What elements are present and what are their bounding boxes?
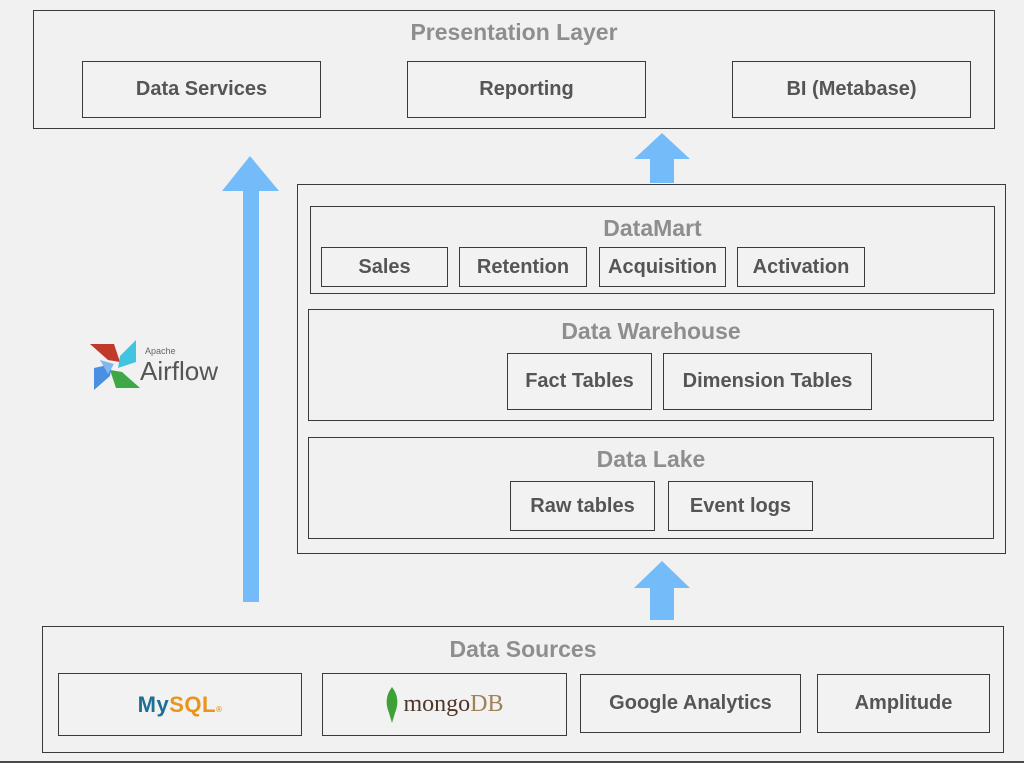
activation-box: Activation xyxy=(737,247,865,287)
data-warehouse-title: Data Warehouse xyxy=(561,318,741,344)
mysql-logo-sql: SQL xyxy=(169,691,216,717)
presentation-layer-title: Presentation Layer xyxy=(410,19,618,45)
data-lake-layer: Data Lake Raw tables Event logs xyxy=(308,437,994,539)
mysql-box: MySQL® xyxy=(58,673,302,736)
data-sources-title: Data Sources xyxy=(449,636,597,662)
data-services-box: Data Services xyxy=(82,61,321,118)
storage-container xyxy=(297,184,1006,554)
mysql-logo-reg: ® xyxy=(215,704,223,714)
event-logs-box: Event logs xyxy=(668,481,813,531)
data-lake-title: Data Lake xyxy=(596,446,706,472)
presentation-layer: Presentation Layer Data Services Reporti… xyxy=(33,10,995,129)
bi-metabase-box: BI (Metabase) xyxy=(732,61,971,118)
orchestration-arrow-icon xyxy=(222,156,279,602)
mongodb-logo-db: DB xyxy=(470,691,504,717)
datamart-title: DataMart xyxy=(603,215,702,241)
dimension-tables-box: Dimension Tables xyxy=(663,353,872,410)
mysql-logo-my: My xyxy=(137,691,170,717)
airflow-name-label: Airflow xyxy=(140,356,219,386)
mongodb-logo-text: mongoDB xyxy=(403,691,503,718)
mongodb-logo-mongo: mongo xyxy=(403,691,471,717)
sales-box: Sales xyxy=(321,247,448,287)
mongodb-box: mongoDB xyxy=(322,673,567,736)
airflow-apache-label: Apache xyxy=(145,346,176,356)
retention-box: Retention xyxy=(459,247,587,287)
reporting-box: Reporting xyxy=(407,61,646,118)
data-warehouse-layer: Data Warehouse Fact Tables Dimension Tab… xyxy=(308,309,994,421)
fact-tables-box: Fact Tables xyxy=(507,353,652,410)
data-sources-layer: Data Sources MySQL® mongoDB Google Analy… xyxy=(42,626,1004,753)
mysql-logo: MySQL® xyxy=(138,692,223,718)
airflow-logo: Apache Airflow xyxy=(90,340,240,392)
google-analytics-box: Google Analytics xyxy=(580,674,801,733)
datamart-layer: DataMart Sales Retention Acquisition Act… xyxy=(310,206,995,294)
amplitude-box: Amplitude xyxy=(817,674,990,733)
arrow-up-icon xyxy=(634,133,690,183)
bottom-divider xyxy=(0,761,1024,763)
mongodb-leaf-icon xyxy=(387,686,398,723)
raw-tables-box: Raw tables xyxy=(510,481,655,531)
airflow-pinwheel-icon xyxy=(90,340,140,390)
arrow-up-icon xyxy=(634,561,690,620)
acquisition-box: Acquisition xyxy=(599,247,726,287)
